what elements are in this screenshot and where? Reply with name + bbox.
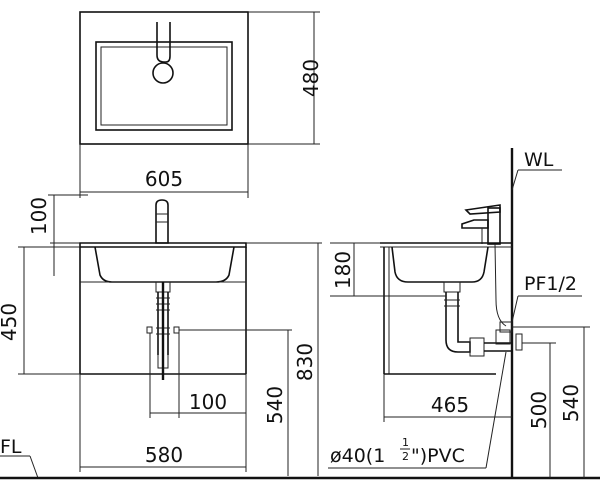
basin-side — [391, 246, 489, 283]
supply-fitting-label: PF1/2 — [524, 273, 577, 295]
pipe-spec-denominator: 2 — [402, 450, 409, 463]
floor-line-label: FL — [0, 436, 22, 458]
pipe-spec-label: ø40(1 1 2 ")PVC — [330, 436, 465, 467]
faucet-side-icon — [461, 204, 501, 245]
pipe-spec-suffix: ")PVC — [411, 445, 465, 467]
faucet-top-icon — [156, 22, 171, 63]
countertop-front — [79, 242, 247, 248]
top-view-outline — [79, 11, 249, 145]
top-depth-dim: 480 — [299, 59, 323, 97]
supply-hose — [494, 243, 507, 327]
wall-line-label: WL — [524, 149, 554, 171]
pipe-spec-prefix: ø40(1 — [330, 445, 385, 467]
front-view: 100 450 830 540 100 580 — [0, 194, 322, 476]
pipe-spec-numerator: 1 — [402, 436, 409, 449]
drain-trap-front — [146, 281, 180, 380]
side-view: WL — [328, 148, 590, 478]
drain-top-icon — [152, 62, 174, 84]
top-width-dim: 605 — [145, 167, 183, 191]
drain-pipe-side — [443, 281, 523, 357]
drain-offset-dim: 100 — [189, 390, 227, 414]
faucet-height-dim: 100 — [27, 197, 51, 235]
drain-height-side-dim: 540 — [559, 384, 583, 422]
faucet-front-icon — [155, 199, 169, 244]
cabinet-width-dim: 580 — [145, 443, 183, 467]
basin-front — [94, 246, 235, 283]
supply-height-dim: 500 — [527, 391, 551, 429]
top-view: 480 605 — [79, 11, 323, 198]
side-depth-dim: 465 — [431, 393, 469, 417]
total-height-dim: 830 — [293, 343, 317, 381]
basin-inner-rim — [100, 46, 228, 126]
drain-height-front-dim: 540 — [263, 386, 287, 424]
basin-depth-dim: 180 — [331, 251, 355, 289]
basin-outer-rim — [95, 41, 233, 131]
cabinet-height-dim: 450 — [0, 303, 21, 341]
